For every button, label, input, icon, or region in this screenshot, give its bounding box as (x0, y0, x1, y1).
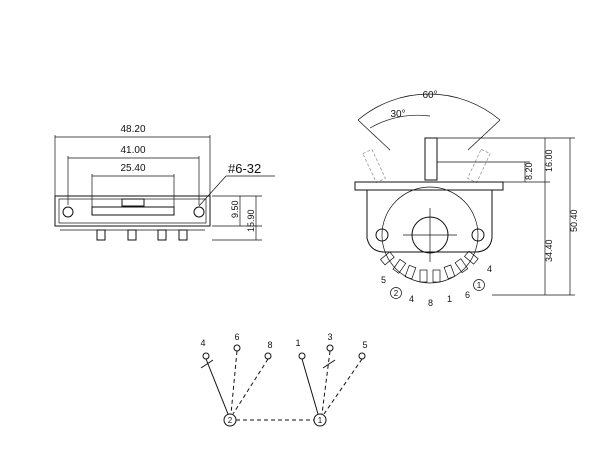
schem-arm-left (205, 358, 229, 415)
terminal-label-4b: 4 (409, 294, 414, 304)
dim-shaft-label: 8.20 (524, 162, 534, 180)
common-right-number: 1 (477, 281, 482, 290)
terminal-label-1: 1 (447, 294, 452, 304)
dim-slot-label: 25.40 (120, 163, 145, 174)
dim-mount-label: 41.00 (120, 145, 145, 156)
schem-common-1-label: 1 (318, 416, 323, 425)
terminal-label-6: 6 (465, 290, 470, 300)
common-left-number: 2 (394, 289, 399, 298)
schem-label-6: 6 (234, 332, 239, 342)
schem-label-4: 4 (200, 338, 205, 348)
common-right-marker (473, 279, 485, 291)
lever-slot (91, 206, 175, 216)
lever-knob (121, 198, 145, 207)
switch-body-inner (58, 198, 207, 224)
rivet-left (375, 228, 389, 242)
switch-housing (366, 189, 493, 253)
schem-label-5: 5 (362, 340, 367, 350)
schem-label-8: 8 (267, 340, 272, 350)
terminal-label-4a: 4 (487, 264, 492, 274)
dim-height-small-label: 9.50 (230, 200, 240, 218)
schem-terminal-4 (202, 352, 210, 360)
dim-overall-label: 48.20 (120, 124, 145, 135)
schem-label-3: 3 (327, 332, 332, 342)
angle-arc-30 (369, 114, 431, 129)
schem-terminal-5 (358, 352, 366, 360)
wafer-outline (381, 186, 479, 284)
terminal-label-5: 5 (381, 275, 386, 285)
dim-body-label: 34.40 (544, 239, 554, 262)
dim-total-label: 50.40 (569, 209, 579, 232)
wafer-terminals (379, 250, 479, 283)
schem-common-2-label: 2 (228, 416, 233, 425)
switch-body-plate (54, 195, 211, 227)
mount-hole-left (62, 206, 74, 218)
side-view: 48.20 41.00 25.40 #6-32 9.50 15.90 (54, 124, 275, 241)
mount-hole-right (193, 206, 205, 218)
lever-ghost-right (467, 148, 491, 184)
angle-step-label: 30° (390, 109, 405, 120)
schem-arm-right (301, 358, 319, 415)
schem-terminal-6 (233, 344, 241, 352)
schem-terminal-8 (264, 352, 272, 360)
angle-arc-60 (357, 93, 501, 121)
rivet-right (471, 228, 485, 242)
common-left-marker (390, 287, 402, 299)
dim-lever-label: 16.00 (544, 149, 554, 172)
thread-callout: #6-32 (228, 161, 261, 176)
dim-height-total-label: 15.90 (246, 209, 256, 232)
top-plate (354, 181, 504, 191)
switch-schematic: 4 6 8 2 1 3 5 1 (200, 332, 368, 427)
lever-ghost-left (362, 148, 386, 184)
front-view: 60° 30° (354, 90, 579, 308)
terminal-label-8: 8 (428, 298, 433, 308)
lever-shaft (424, 137, 438, 181)
schem-label-1: 1 (295, 338, 300, 348)
schem-terminal-3 (326, 344, 334, 352)
bottom-terminals (60, 225, 205, 241)
schem-terminal-1 (298, 352, 306, 360)
angle-total-label: 60° (422, 90, 437, 101)
